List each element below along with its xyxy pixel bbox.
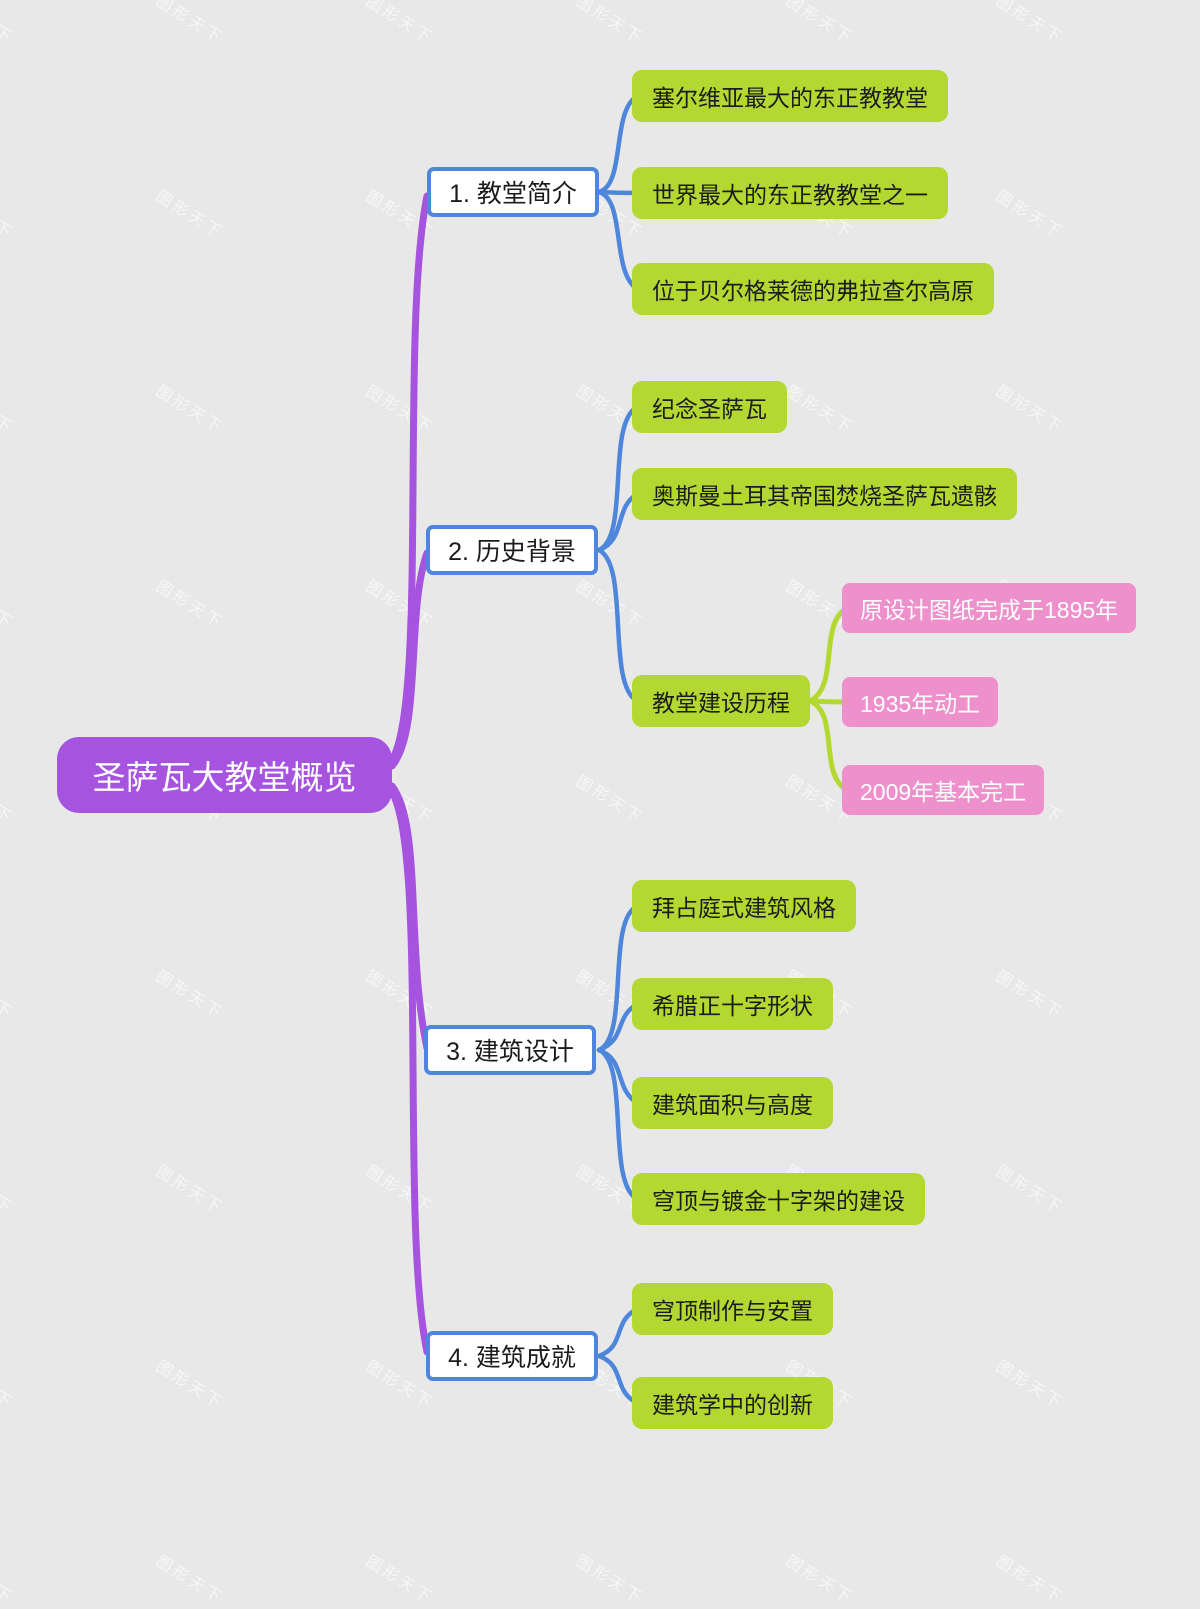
sub-node-label: 1935年动工 <box>860 691 981 717</box>
leaf-node-construction-history[interactable]: 教堂建设历程 <box>632 675 810 727</box>
connector-b2-to-leaf-2 <box>596 491 640 553</box>
connector-b3-to-leaf-1 <box>596 903 640 1053</box>
connector-b1-to-leaf-1 <box>596 93 640 195</box>
connector-b2-to-leaf-1 <box>596 404 640 553</box>
leaf-node-label: 塞尔维亚最大的东正教教堂 <box>652 85 928 111</box>
branch-node-2-label: 2. 历史背景 <box>448 538 576 566</box>
leaf-node-label: 建筑面积与高度 <box>652 1092 813 1118</box>
branch-node-1[interactable]: 1. 教堂简介 <box>427 167 599 217</box>
sub-node-label: 2009年基本完工 <box>860 779 1027 805</box>
connector-history-to-sub-1 <box>807 605 850 704</box>
mindmap-canvas: 图形天下图形天下图形天下图形天下图形天下图形天下图形天下图形天下图形天下图形天下… <box>0 0 1137 1608</box>
sub-node-label: 原设计图纸完成于1895年 <box>860 597 1119 623</box>
connector-b3-to-leaf-4 <box>596 1047 640 1202</box>
branch-node-4[interactable]: 4. 建筑成就 <box>426 1331 598 1381</box>
watermark-text: 图形天下 <box>0 1553 17 1608</box>
leaf-node[interactable]: 希腊正十字形状 <box>632 978 833 1030</box>
connector-root-to-branch-3 <box>388 782 431 1052</box>
leaf-node[interactable]: 穹顶与镀金十字架的建设 <box>632 1173 925 1225</box>
leaf-node-label: 位于贝尔格莱德的弗拉查尔高原 <box>652 278 974 304</box>
root-node-label: 圣萨瓦大教堂概览 <box>92 759 357 796</box>
leaf-node[interactable]: 奥斯曼土耳其帝国焚烧圣萨瓦遗骸 <box>632 468 1017 520</box>
connector-b3-to-leaf-2 <box>596 1001 640 1053</box>
branch-node-1-label: 1. 教堂简介 <box>449 180 577 208</box>
leaf-node[interactable]: 建筑面积与高度 <box>632 1077 833 1129</box>
connector-root-to-branch-4 <box>388 788 431 1356</box>
leaf-node[interactable]: 世界最大的东正教教堂之一 <box>632 167 948 219</box>
root-node[interactable]: 圣萨瓦大教堂概览 <box>57 737 392 813</box>
branch-node-2[interactable]: 2. 历史背景 <box>426 525 598 575</box>
connector-history-to-sub-3 <box>807 698 850 793</box>
leaf-node-label: 希腊正十字形状 <box>652 993 813 1019</box>
leaf-node-label: 世界最大的东正教教堂之一 <box>652 182 928 208</box>
leaf-node[interactable]: 塞尔维亚最大的东正教教堂 <box>632 70 948 122</box>
connector-root-to-branch-2 <box>388 549 431 770</box>
leaf-node-label: 穹顶制作与安置 <box>652 1298 813 1324</box>
leaf-node[interactable]: 位于贝尔格莱德的弗拉查尔高原 <box>632 263 994 315</box>
watermark-text: 图形天下 <box>992 1553 1067 1608</box>
watermark-text: 图形天下 <box>152 1553 227 1608</box>
leaf-node[interactable]: 拜占庭式建筑风格 <box>632 880 856 932</box>
connector-lines <box>388 93 850 1406</box>
connector-root-to-branch-1 <box>388 192 431 764</box>
leaf-node-label: 奥斯曼土耳其帝国焚烧圣萨瓦遗骸 <box>652 483 997 509</box>
leaf-node-label: 纪念圣萨瓦 <box>652 396 767 422</box>
connector-b1-to-leaf-3 <box>596 189 640 292</box>
leaf-node-label: 建筑学中的创新 <box>652 1392 813 1418</box>
leaf-node-label: 教堂建设历程 <box>652 690 790 716</box>
leaf-node[interactable]: 建筑学中的创新 <box>632 1377 833 1429</box>
sub-node[interactable]: 2009年基本完工 <box>842 765 1045 815</box>
watermark-text: 图形天下 <box>362 1553 437 1608</box>
connector-b2-to-leaf-3 <box>596 547 640 704</box>
leaf-node-label: 穹顶与镀金十字架的建设 <box>652 1188 905 1214</box>
connector-b4-to-leaf-2 <box>596 1353 640 1406</box>
watermark-text: 图形天下 <box>572 1553 647 1608</box>
leaf-node[interactable]: 穹顶制作与安置 <box>632 1283 833 1335</box>
connector-b4-to-leaf-1 <box>596 1306 640 1359</box>
sub-node[interactable]: 1935年动工 <box>842 677 999 727</box>
leaf-node-label: 拜占庭式建筑风格 <box>652 895 836 921</box>
watermark-text: 图形天下 <box>782 1553 857 1608</box>
sub-node[interactable]: 原设计图纸完成于1895年 <box>842 583 1137 633</box>
branch-node-3[interactable]: 3. 建筑设计 <box>424 1025 596 1075</box>
leaf-node[interactable]: 纪念圣萨瓦 <box>632 381 787 433</box>
branch-node-3-label: 3. 建筑设计 <box>446 1038 574 1066</box>
branch-node-4-label: 4. 建筑成就 <box>448 1344 576 1372</box>
